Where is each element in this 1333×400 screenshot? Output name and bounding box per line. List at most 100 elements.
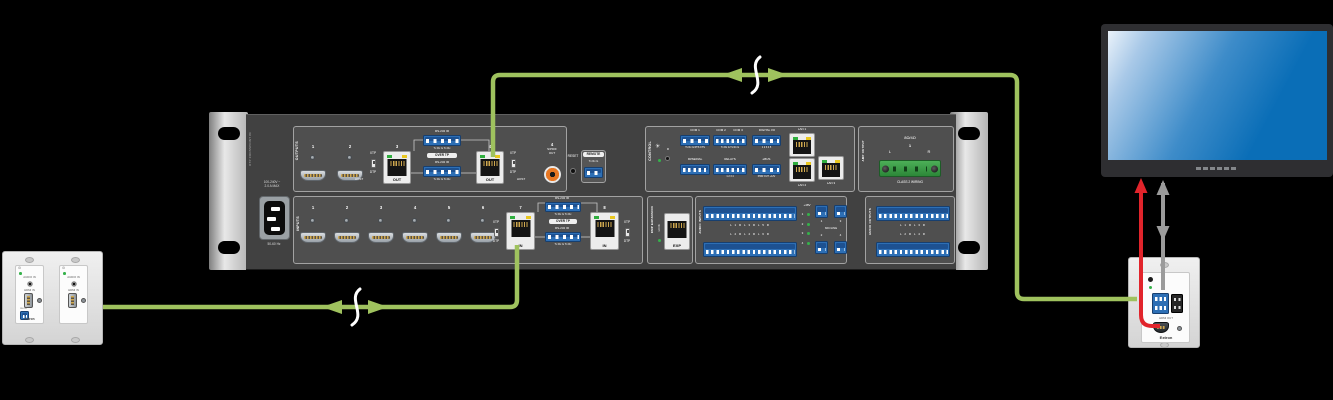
com2-label: COM 2 <box>716 128 726 132</box>
mic-line-block-2[interactable] <box>815 241 828 254</box>
com2-com3-terminal-block[interactable] <box>713 135 747 146</box>
dtp-label: DTP <box>492 239 500 243</box>
phantom-power-label: +48V <box>803 203 811 207</box>
rs232-ir-terminal-block[interactable] <box>423 135 461 146</box>
dtp-output-port-4[interactable]: OUT <box>476 151 504 184</box>
xtp-dtp-switch[interactable] <box>625 228 630 237</box>
mic-line-number: 3 <box>839 219 842 223</box>
rs232-terminal-block[interactable] <box>20 311 29 320</box>
display-buttons[interactable] <box>1196 167 1236 170</box>
audio-input-terminal-block-row1[interactable] <box>703 206 797 221</box>
hdmi-input-port[interactable] <box>368 232 394 243</box>
transmitter-wallplate: ⚙ AUDIO IN HDMI IN RS-232 Extron ⚙ AUDIO… <box>2 251 103 345</box>
rj45-jack[interactable] <box>480 159 500 176</box>
control-reset-button[interactable] <box>665 156 670 161</box>
spdif-out-jack[interactable] <box>544 166 561 183</box>
rj45-jack[interactable] <box>387 159 407 176</box>
control-terminal-block[interactable] <box>1171 294 1183 313</box>
rs232-ir-terminal-block[interactable] <box>423 166 461 177</box>
rj45-jack[interactable] <box>511 220 530 237</box>
rs232-ir-terminal-block[interactable] <box>545 232 581 242</box>
lan1-port[interactable] <box>789 133 815 157</box>
hdmi-in-port[interactable] <box>68 293 77 308</box>
lan3-port[interactable] <box>818 156 844 180</box>
xtp-dtp-switch[interactable] <box>371 159 376 168</box>
audio-output-terminal-block-row1[interactable] <box>876 206 950 221</box>
lan2-port[interactable] <box>789 158 815 182</box>
dtp-input-port-8[interactable]: IN <box>590 212 619 250</box>
com23-pin-labels: Tx Rx G Tx Rx G <box>720 146 740 149</box>
rj45-jack[interactable] <box>793 165 811 179</box>
ir-sensor <box>1148 277 1153 282</box>
spdif-label: S/PDIF OUT <box>547 147 557 155</box>
reset-button[interactable] <box>570 168 576 174</box>
remote-pin-labels: Tx Rx G <box>588 160 599 163</box>
screw <box>344 218 349 223</box>
rack-mount-hole <box>218 127 240 140</box>
hdmi-input-port[interactable] <box>334 232 360 243</box>
port-number: 1 <box>311 205 315 210</box>
mic-line-block-3[interactable] <box>834 205 847 218</box>
hdmi-output: 2 <box>336 144 364 188</box>
audio-in-jack[interactable] <box>71 281 77 287</box>
phantom-led <box>807 222 810 226</box>
rj45-jack[interactable] <box>595 220 614 237</box>
audio-output-terminal-block-row2[interactable] <box>876 242 950 257</box>
mic-line-block-4[interactable] <box>834 241 847 254</box>
dtp-input-port-7[interactable]: IN <box>506 212 535 250</box>
mic-line-block-1[interactable] <box>815 205 828 218</box>
ebus-terminal-block[interactable] <box>752 164 781 175</box>
screw <box>446 218 451 223</box>
relays-terminal-block[interactable] <box>713 164 747 175</box>
amp-section-label: AMP OUTPUT <box>861 140 865 162</box>
rs232-ir-terminal-block[interactable] <box>545 202 581 212</box>
exp-port[interactable]: EXP <box>664 213 690 250</box>
xtp-label: XTP <box>623 220 631 224</box>
cable-break-bottom <box>322 287 388 327</box>
xtp-label: XTP <box>492 220 500 224</box>
ac-power-inlet[interactable] <box>259 196 290 240</box>
amp-right-label: R <box>927 149 931 154</box>
xtp-dtp-switch[interactable] <box>511 159 516 168</box>
audio-outputs-section-label: AUDIO OUTPUTS <box>868 208 872 236</box>
hdmi-input-port[interactable] <box>436 232 462 243</box>
audio-input-channels-row1: L 1 R L 3 R L 5 R <box>730 223 770 227</box>
relays-pin-labels: 1 2 3 4 <box>726 175 734 178</box>
port-number: 3 <box>395 144 399 149</box>
hdmi-out-port[interactable] <box>1153 322 1169 333</box>
hdmi-input-port[interactable] <box>402 232 428 243</box>
dtp-output-port-3[interactable]: OUT <box>383 151 411 184</box>
phantom-led <box>807 241 810 245</box>
speaker-output-connector[interactable] <box>879 160 941 177</box>
remote-terminal-block[interactable] <box>584 167 603 178</box>
port-number: 1 <box>311 144 315 149</box>
audio-in-label: AUDIO IN <box>23 275 36 279</box>
setup-gear-icon: ⚙ <box>18 266 22 270</box>
ebus-label: eBUS <box>762 157 771 161</box>
ir-serial-terminal-block[interactable] <box>680 164 710 175</box>
audio-input-terminal-block-row2[interactable] <box>703 242 797 257</box>
ebus-pwr-label: PWR OUT +12V <box>757 175 776 178</box>
mic-line-number: 1 <box>820 219 823 223</box>
com1-terminal-block[interactable] <box>680 135 710 146</box>
rj45-jack[interactable] <box>822 163 840 177</box>
audio-inputs-section-label: AUDIO INPUTS <box>698 210 702 234</box>
rj45-jack[interactable] <box>793 140 811 154</box>
reset-label: RESET <box>567 154 579 158</box>
port-number: 5 <box>447 205 451 210</box>
hdmi-output-port[interactable] <box>337 170 363 181</box>
channel-number: 4 <box>801 240 804 245</box>
rj45-jack[interactable] <box>667 221 687 238</box>
audio-in-jack[interactable] <box>27 281 33 287</box>
break-arrow-left <box>722 68 742 82</box>
audio-output-terminal-block[interactable] <box>1152 293 1169 314</box>
digital-io-terminal-block[interactable] <box>752 135 781 146</box>
hdmi-in-port[interactable] <box>24 293 33 308</box>
status-led <box>658 159 661 162</box>
over-tp-label: OVER TP <box>549 219 577 225</box>
rack-mount-hole <box>958 127 980 140</box>
hdmi-output-port[interactable] <box>300 170 326 181</box>
xtp-dtp-switch[interactable] <box>494 228 499 237</box>
audio-output-channels-row2: L 2 R L 4 R <box>900 232 926 236</box>
hdmi-input-port[interactable] <box>300 232 326 243</box>
